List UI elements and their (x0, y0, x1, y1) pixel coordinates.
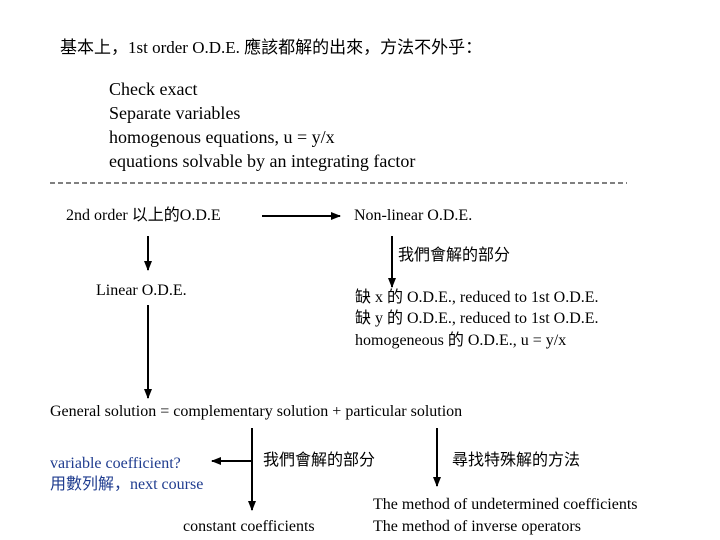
node-series-solution: 用數列解，next course (50, 476, 204, 493)
page-title: 基本上，1st order O.D.E. 應該都解的出來，方法不外乎： (60, 38, 483, 57)
method-homogenous: homogenous equations, u = y/x (109, 127, 335, 147)
node-variable-coefficient: variable coefficient? (50, 455, 181, 472)
nonlinear-case-missing-x: 缺 x 的 O.D.E., reduced to 1st O.D.E. (355, 289, 599, 306)
nonlinear-case-homogeneous: homogeneous 的 O.D.E., u = y/x (355, 332, 567, 349)
node-constant-coefficients: constant coefficients (183, 518, 315, 535)
label-we-can-solve-1: 我們會解的部分 (398, 247, 511, 264)
method-check-exact: Check exact (109, 79, 198, 99)
nonlinear-case-missing-y: 缺 y 的 O.D.E., reduced to 1st O.D.E. (355, 310, 599, 327)
node-second-order: 2nd order 以上的O.D.E (66, 207, 221, 224)
particular-method-inverse-operators: The method of inverse operators (373, 518, 581, 535)
label-we-can-solve-2: 我們會解的部分 (263, 452, 376, 469)
node-linear: Linear O.D.E. (96, 282, 187, 299)
particular-method-undetermined: The method of undetermined coefficients (373, 496, 638, 513)
method-integrating-factor: equations solvable by an integrating fac… (109, 151, 416, 171)
method-separate-variables: Separate variables (109, 103, 241, 123)
node-general-solution: General solution = complementary solutio… (50, 403, 463, 420)
node-nonlinear: Non-linear O.D.E. (354, 207, 473, 224)
label-particular-methods: 尋找特殊解的方法 (452, 452, 581, 469)
